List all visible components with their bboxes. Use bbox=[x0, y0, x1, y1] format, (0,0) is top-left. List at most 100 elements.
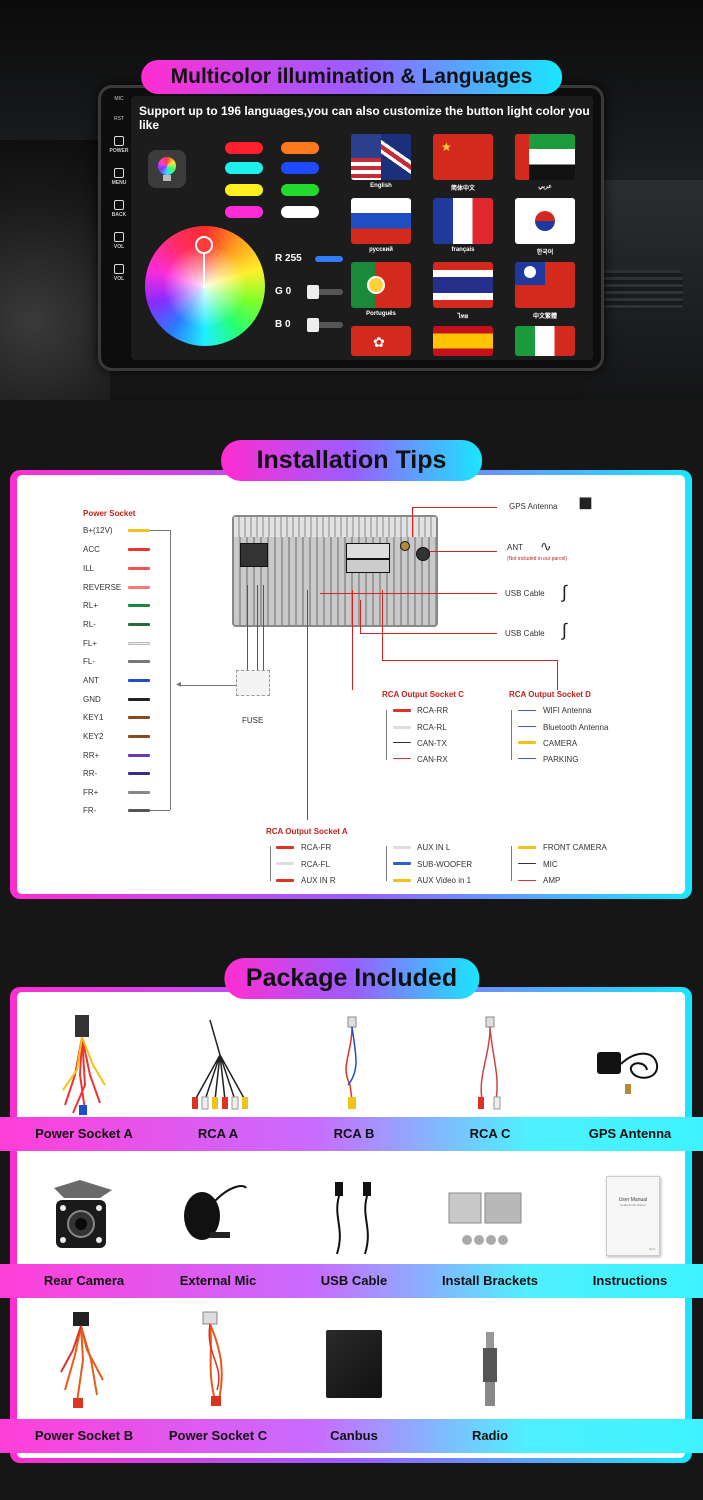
g-label: G 0 bbox=[275, 286, 292, 297]
pin-label: RL+ bbox=[83, 601, 98, 610]
connector-line bbox=[270, 846, 271, 881]
usb-cable-image bbox=[335, 1182, 371, 1255]
back-icon bbox=[114, 200, 124, 210]
back-button[interactable]: BACK bbox=[107, 200, 131, 218]
connector-line bbox=[382, 590, 383, 660]
wire-darkgray bbox=[128, 809, 150, 812]
socket-a-item: AUX Video in 1 bbox=[417, 876, 472, 885]
swatch-orange[interactable] bbox=[281, 142, 319, 154]
vol-up-button[interactable]: VOL bbox=[107, 232, 131, 250]
rst-label[interactable]: RST bbox=[114, 116, 124, 122]
menu-button[interactable]: MENU bbox=[107, 168, 131, 186]
pin-label: B+(12V) bbox=[83, 526, 113, 535]
pin-label: GND bbox=[83, 695, 101, 704]
color-wheel[interactable] bbox=[145, 226, 265, 346]
socket-a-item: AMP bbox=[543, 876, 561, 885]
package-label: RCA A bbox=[197, 1126, 239, 1141]
heatsink bbox=[234, 517, 436, 537]
section-title-multicolor: Multicolor illumination & Languages bbox=[140, 60, 563, 94]
plug-red bbox=[276, 846, 294, 849]
ant-cable-icon: ∿ bbox=[540, 538, 552, 554]
socket-a-item: FRONT CAMERA bbox=[543, 843, 607, 852]
usb-cable-icon: ∫ bbox=[562, 582, 567, 602]
rca-port bbox=[346, 559, 390, 573]
swatch-green[interactable] bbox=[281, 184, 319, 196]
socket-a-item: RCA-FL bbox=[301, 860, 330, 869]
connector-line bbox=[150, 530, 170, 531]
mic-label: MIC bbox=[114, 96, 124, 102]
plug-white bbox=[276, 862, 294, 865]
usb-cable-icon: ∫ bbox=[562, 620, 567, 640]
power-socket-title: Power Socket bbox=[83, 509, 136, 518]
flag-chinese-traditional[interactable] bbox=[515, 262, 575, 308]
socket-c-item: RCA-RR bbox=[417, 706, 449, 715]
socket-c-item: CAN-RX bbox=[417, 755, 448, 764]
plug-wire bbox=[518, 863, 536, 864]
pin-label: FL- bbox=[83, 657, 95, 666]
rear-camera-image bbox=[54, 1180, 112, 1248]
socket-c-title: RCA Output Socket C bbox=[382, 690, 464, 699]
connector-line bbox=[263, 585, 264, 670]
package-label: Install Brackets bbox=[441, 1273, 539, 1288]
flag-korean[interactable] bbox=[515, 198, 575, 244]
b-slider[interactable] bbox=[307, 318, 343, 332]
socket-d-item: WIFI Antenna bbox=[543, 706, 592, 715]
pin-label: ANT bbox=[83, 676, 99, 685]
wire-darkgreen bbox=[128, 623, 150, 626]
swatch-blue[interactable] bbox=[281, 162, 319, 174]
fuse-label: FUSE bbox=[242, 716, 264, 725]
rca-c-image bbox=[478, 1016, 501, 1110]
swatch-red[interactable] bbox=[225, 142, 263, 154]
gps-label: GPS Antenna bbox=[509, 502, 558, 511]
flag-russian[interactable] bbox=[351, 198, 411, 244]
socket-a-item: AUX IN R bbox=[301, 876, 336, 885]
flag-chinese-simplified[interactable]: ★ bbox=[433, 134, 493, 180]
plug-yellow bbox=[518, 846, 536, 849]
connector-line bbox=[150, 810, 170, 811]
socket-c-item: CAN-TX bbox=[417, 739, 447, 748]
section-title-package: Package Included bbox=[223, 958, 480, 999]
vol-down-button[interactable]: VOL bbox=[107, 264, 131, 282]
swatch-magenta[interactable] bbox=[225, 206, 263, 218]
power-button[interactable]: POWER bbox=[107, 136, 131, 154]
flag-spanish[interactable] bbox=[433, 326, 493, 356]
wire-yellow bbox=[128, 529, 150, 532]
flag-thai[interactable] bbox=[433, 262, 493, 308]
swatch-white[interactable] bbox=[281, 206, 319, 218]
pin-label: KEY1 bbox=[83, 713, 104, 722]
socket-a-item: MIC bbox=[543, 860, 558, 869]
flag-english[interactable] bbox=[351, 134, 411, 180]
b-slider-thumb[interactable] bbox=[307, 318, 319, 332]
package-label: External Mic bbox=[179, 1273, 257, 1288]
flag-portuguese[interactable] bbox=[351, 262, 411, 308]
flag-arabic[interactable] bbox=[515, 134, 575, 180]
manual-version: V1.0 bbox=[648, 1247, 655, 1251]
socket-a-item: AUX IN L bbox=[417, 843, 451, 852]
flag-hongkong[interactable]: ✿ bbox=[351, 326, 411, 356]
plug-wire bbox=[518, 758, 536, 759]
pin-label: ACC bbox=[83, 545, 100, 554]
connector-line bbox=[511, 710, 512, 760]
plug-red bbox=[393, 709, 411, 712]
r-slider[interactable] bbox=[315, 256, 343, 262]
install-brackets-image bbox=[448, 1192, 522, 1245]
g-slider[interactable] bbox=[307, 285, 343, 299]
b-label: B 0 bbox=[275, 319, 291, 330]
manual-subtitle: Android Car Stereo bbox=[620, 1203, 646, 1207]
bulb-icon[interactable] bbox=[148, 150, 186, 188]
flag-italian[interactable] bbox=[515, 326, 575, 356]
g-slider-thumb[interactable] bbox=[307, 285, 319, 299]
wire-black bbox=[128, 698, 150, 701]
wire-orange bbox=[128, 567, 150, 570]
package-label: RCA B bbox=[333, 1126, 375, 1141]
plug-wire bbox=[518, 726, 536, 727]
socket-a-item: RCA-FR bbox=[301, 843, 332, 852]
swatch-yellow[interactable] bbox=[225, 184, 263, 196]
connector-line bbox=[386, 710, 387, 760]
swatch-cyan[interactable] bbox=[225, 162, 263, 174]
radio-adapter-image bbox=[483, 1332, 497, 1406]
head-unit-back bbox=[232, 515, 438, 627]
color-wheel-knob[interactable] bbox=[195, 236, 213, 254]
flag-french[interactable] bbox=[433, 198, 493, 244]
